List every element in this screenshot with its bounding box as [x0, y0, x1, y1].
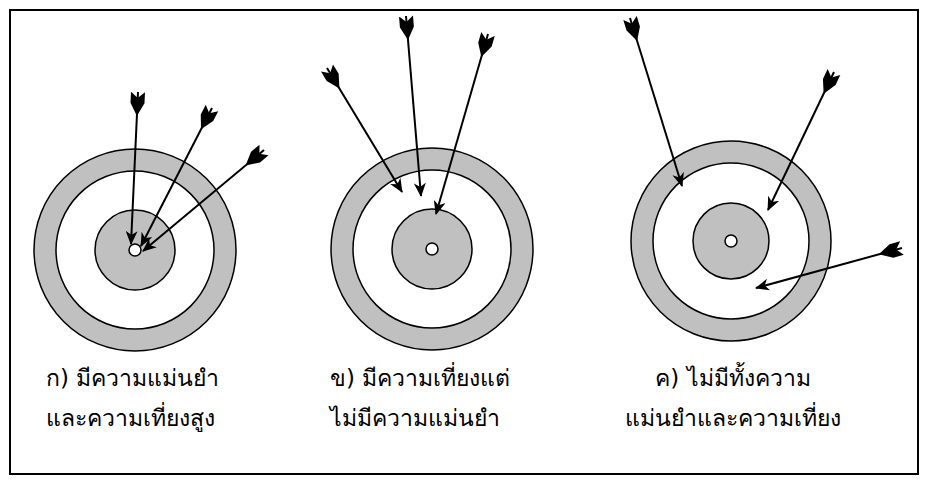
arrow — [768, 72, 834, 210]
arrows — [131, 16, 902, 288]
arrow — [141, 108, 212, 246]
arrow — [327, 68, 402, 192]
caption-text: ค) ไม่มีทั้งความ แม่นยำและความเที่ยง — [625, 358, 841, 438]
arrow — [406, 16, 421, 196]
arrow — [630, 18, 682, 186]
arrow — [436, 34, 488, 214]
caption-text: ข) มีความเที่ยงแต่ ไม่มีความแม่นยำ — [330, 358, 510, 438]
caption-text: ก) มีความแม่นยำ และความเที่ยงสูง — [46, 358, 219, 438]
target-c — [631, 141, 831, 341]
target-a — [34, 149, 236, 351]
arrow — [756, 248, 902, 288]
target-b — [331, 148, 533, 350]
arrow — [131, 92, 138, 244]
arrow — [143, 150, 264, 251]
